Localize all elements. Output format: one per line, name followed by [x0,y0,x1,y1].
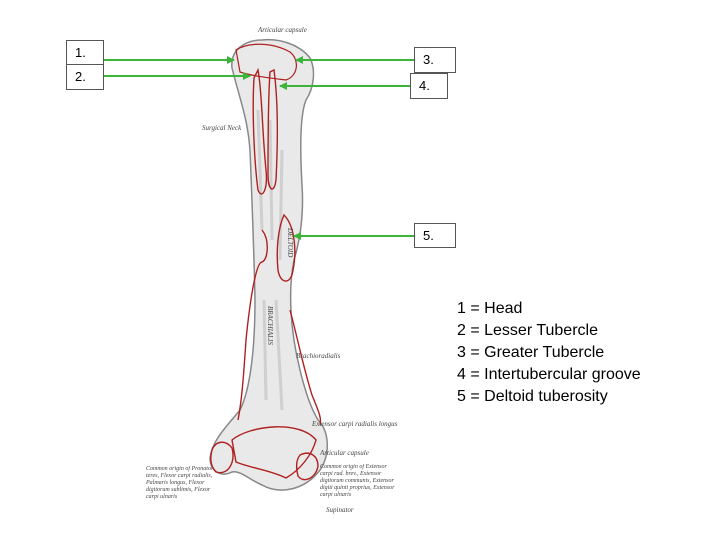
lower-capsule-outline [231,426,317,479]
fig-brachioradialis: Brachioradialis [296,352,341,360]
legend-item-2: 2 = Lesser Tubercle [457,322,598,339]
epicondyle-outline-right [295,452,319,481]
label-box-1: 1. [66,40,104,65]
fig-extensor-carpi: Extensor carpi radialis longus [311,420,398,428]
fig-supinator: Supinator [326,506,354,514]
fig-articular-capsule-bottom: Articular capsule [319,449,369,457]
label-box-5: 5. [414,223,456,248]
fig-common-origin-flexor-wrap: Common origin of Pronator teres, Flexor … [146,466,214,500]
fig-common-origin-flexor: Common origin of Pronator teres, Flexor … [146,466,214,500]
fig-brachialis: BRACHIALIS [266,306,274,345]
brachioradialis-outline [289,309,322,426]
label-box-3: 3. [414,47,456,73]
fig-deltoid: DELTOID [286,227,294,257]
fig-articular-capsule-top: Articular capsule [257,26,307,34]
fig-common-origin-extensor: Common origin of Extensor carpi rad. bre… [320,464,395,498]
legend-item-5: 5 = Deltoid tuberosity [457,388,608,405]
fig-common-origin-extensor-wrap: Common origin of Extensor carpi rad. bre… [320,464,395,498]
muscle-outline-groove [267,68,278,190]
head-outline [235,43,297,81]
legend-item-4: 4 = Intertubercular groove [457,366,641,383]
fig-surgical-neck: Surgical Neck [202,124,242,132]
humerus-bone [209,38,328,491]
label-box-2: 2. [66,64,104,90]
epicondyle-outline-left [210,441,234,474]
brachialis-outline [237,229,268,421]
muscle-outline-upper [252,67,268,195]
label-box-4: 4. [410,73,448,99]
bone-shading [256,109,284,411]
legend-item-3: 3 = Greater Tubercle [457,344,605,361]
legend-item-1: 1 = Head [457,300,523,317]
